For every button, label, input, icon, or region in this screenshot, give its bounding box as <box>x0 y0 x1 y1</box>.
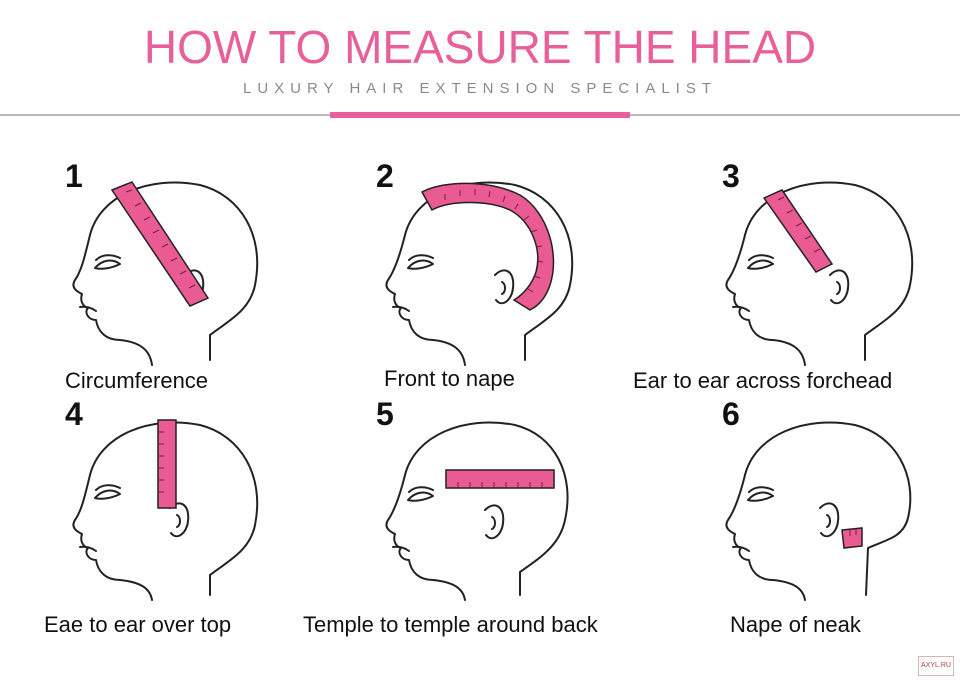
head-illustration-circumference <box>72 181 259 366</box>
measuring-tape-front-to-nape <box>420 182 555 311</box>
step-label-5: Temple to temple around back <box>303 612 598 637</box>
step-number-1: 1 <box>65 158 83 194</box>
step-number-6: 6 <box>722 396 740 432</box>
measuring-tape-ear-to-ear-top <box>157 419 177 509</box>
head-illustration-nape <box>725 421 912 601</box>
step-label-3: Ear to ear across forchead <box>633 368 893 393</box>
watermark-logo: AXYL.RU <box>918 656 954 676</box>
head-illustration-ear-to-ear-top <box>72 419 259 601</box>
step-number-4: 4 <box>65 396 83 432</box>
step-number-2: 2 <box>376 158 394 194</box>
step-number-5: 5 <box>376 396 394 432</box>
header-accent-bar <box>330 112 630 118</box>
step-label-4: Eae to ear over top <box>44 612 232 637</box>
measuring-tape-circumference <box>110 181 210 307</box>
head-illustration-ear-to-ear-forehead <box>725 181 914 366</box>
measuring-tape-nape <box>841 527 863 549</box>
page-title: HOW TO MEASURE THE HEAD <box>143 21 817 73</box>
head-illustration-temple-to-temple <box>385 421 569 601</box>
step-label-1: Circumference <box>65 368 209 393</box>
step-number-3: 3 <box>722 158 740 194</box>
step-label-2: Front to nape <box>384 366 515 391</box>
measuring-tape-temple-to-temple <box>445 469 555 489</box>
step-label-6: Nape of neak <box>730 612 861 637</box>
head-illustration-front-to-nape <box>385 181 574 366</box>
measuring-tape-ear-to-ear-forehead <box>762 189 834 273</box>
page-subtitle: LUXURY HAIR EXTENSION SPECIALIST <box>242 80 718 97</box>
